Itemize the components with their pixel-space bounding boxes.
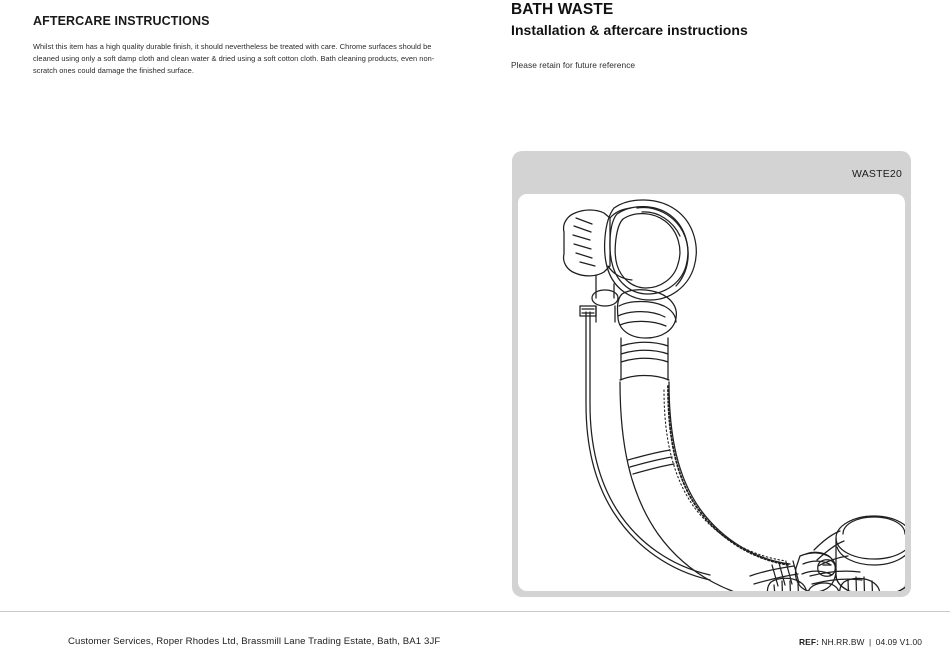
ref-separator: | xyxy=(869,637,872,647)
product-code-label: WASTE20 xyxy=(851,168,902,180)
document-subtitle: Installation & aftercare instructions xyxy=(511,21,748,38)
bath-waste-illustration xyxy=(562,199,905,591)
footer-divider xyxy=(0,611,950,612)
footer-address: Customer Services, Roper Rhodes Ltd, Bra… xyxy=(68,636,441,647)
bath-waste-diagram xyxy=(518,194,905,591)
aftercare-section: AFTERCARE INSTRUCTIONS Whilst this item … xyxy=(33,14,437,77)
product-panel: WASTE20 xyxy=(512,151,911,597)
product-image-card xyxy=(518,194,905,591)
footer-reference: REF: NH.RR.BW | 04.09 V1.00 xyxy=(799,637,922,647)
ref-version: 04.09 V1.00 xyxy=(875,637,922,647)
aftercare-body-text: Whilst this item has a high quality dura… xyxy=(33,42,435,75)
ref-value: NH.RR.BW xyxy=(821,637,865,647)
retain-note: Please retain for future reference xyxy=(511,60,636,71)
ref-label: REF: xyxy=(799,637,819,647)
document-title: BATH WASTE xyxy=(511,1,614,18)
document-title-section: BATH WASTE Installation & aftercare inst… xyxy=(511,0,931,70)
aftercare-heading: AFTERCARE INSTRUCTIONS xyxy=(33,14,210,28)
